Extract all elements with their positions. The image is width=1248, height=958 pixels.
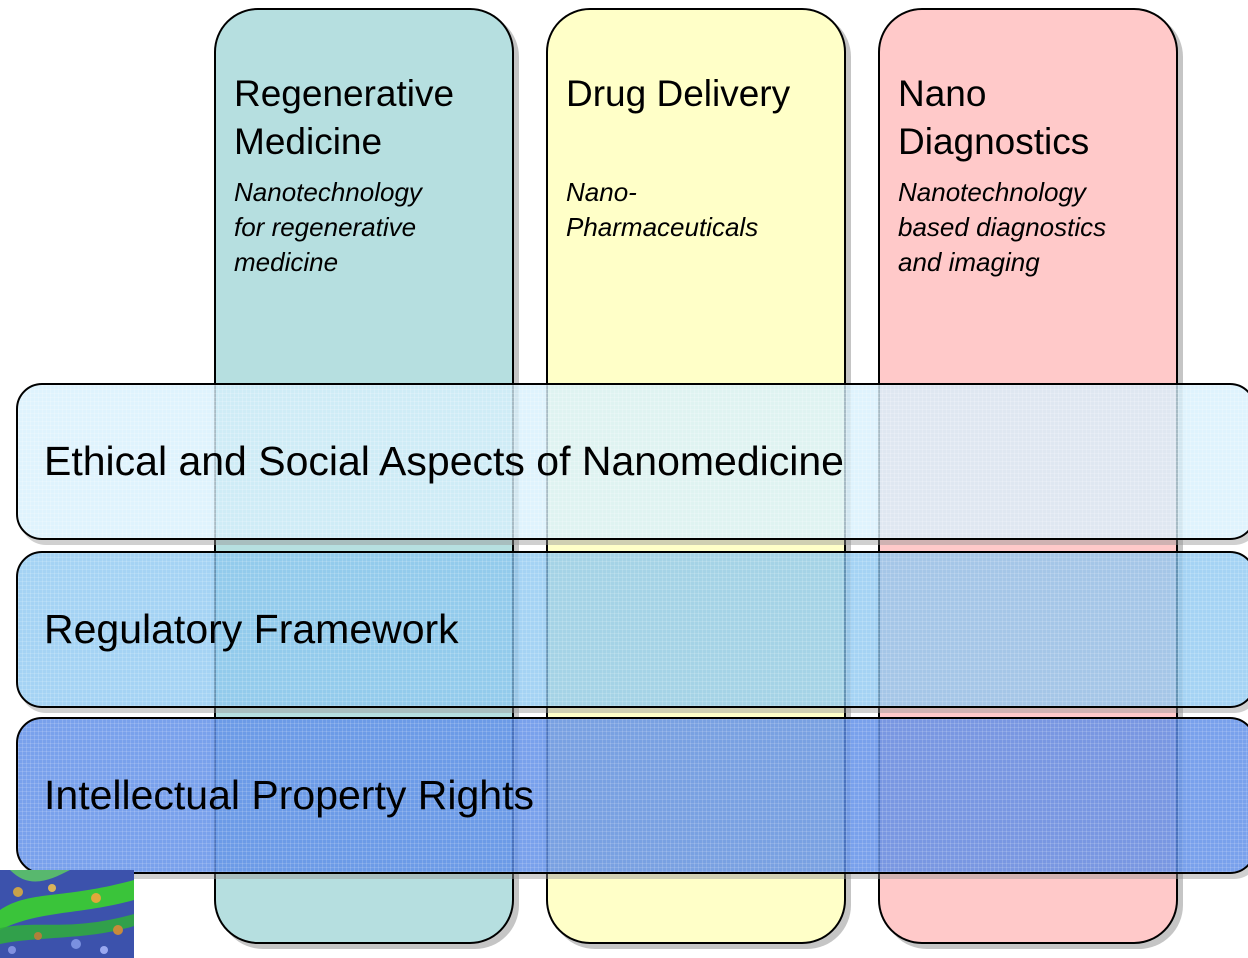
column-subtitle: Nanotechnology for regenerative medicine (234, 175, 422, 280)
column-subtitle-line: medicine (234, 247, 339, 277)
column-subtitle: Nano- Pharmaceuticals (566, 175, 758, 245)
column-subtitle-line: and imaging (898, 247, 1040, 277)
microscopy-cells-image (0, 870, 134, 958)
column-title-line: Medicine (234, 121, 383, 162)
column-title: Regenerative Medicine (234, 70, 454, 166)
column-title-line: Nano (898, 73, 987, 114)
band-label: Ethical and Social Aspects of Nanomedici… (44, 438, 844, 484)
column-subtitle-line: Nanotechnology (898, 177, 1086, 207)
band-ethical-social-aspects: Ethical and Social Aspects of Nanomedici… (16, 383, 1248, 540)
column-subtitle-line: Nano- (566, 177, 637, 207)
column-title: Nano Diagnostics (898, 70, 1089, 166)
band-regulatory-framework: Regulatory Framework (16, 551, 1248, 708)
band-label: Intellectual Property Rights (44, 772, 534, 818)
column-title-line: Regenerative (234, 73, 455, 114)
column-title: Drug Delivery (566, 70, 790, 118)
column-subtitle-line: Pharmaceuticals (566, 212, 759, 242)
column-subtitle: Nanotechnology based diagnostics and ima… (898, 175, 1106, 280)
band-intellectual-property-rights: Intellectual Property Rights (16, 717, 1248, 874)
column-subtitle-line: for regenerative (234, 212, 417, 242)
column-title-line: Diagnostics (898, 121, 1090, 162)
column-subtitle-line: based diagnostics (898, 212, 1107, 242)
column-subtitle-line: Nanotechnology (234, 177, 422, 207)
band-label: Regulatory Framework (44, 606, 459, 652)
column-title-line: Drug Delivery (566, 73, 791, 114)
